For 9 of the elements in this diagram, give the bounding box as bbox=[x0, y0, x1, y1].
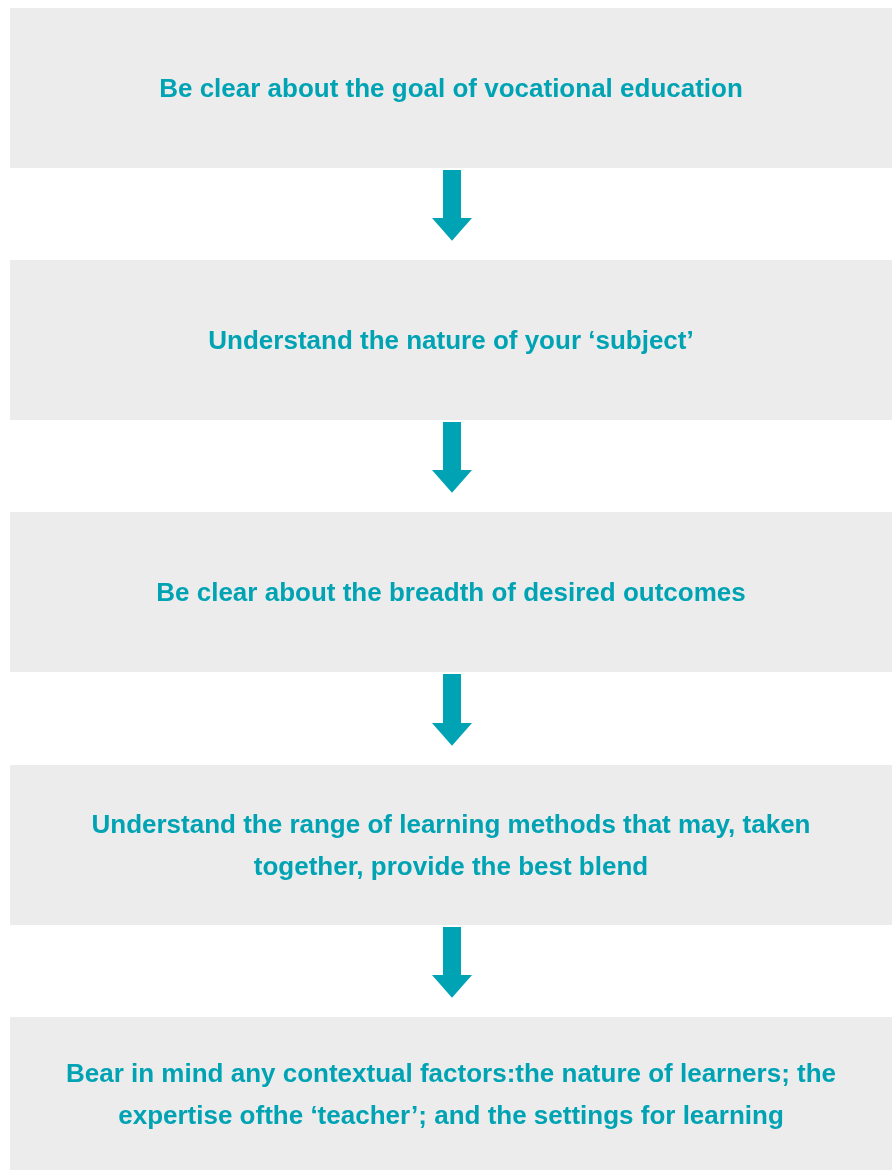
step-text: Understand the nature of your ‘subject’ bbox=[208, 324, 694, 357]
step-text: Bear in mind any contextual factors:the nature of learners; the expertise ofthe ‘teacher’; and the settings for learning bbox=[64, 1056, 838, 1132]
arrow bbox=[432, 927, 472, 998]
step-text: Be clear about the breadth of desired outcomes bbox=[156, 576, 746, 609]
step-text: Be clear about the goal of vocational education bbox=[159, 72, 743, 105]
arrow bbox=[432, 422, 472, 493]
arrow bbox=[432, 170, 472, 241]
arrow bbox=[432, 674, 472, 746]
step-text: Understand the range of learning methods that may, taken together, provide the best blend bbox=[90, 808, 812, 883]
